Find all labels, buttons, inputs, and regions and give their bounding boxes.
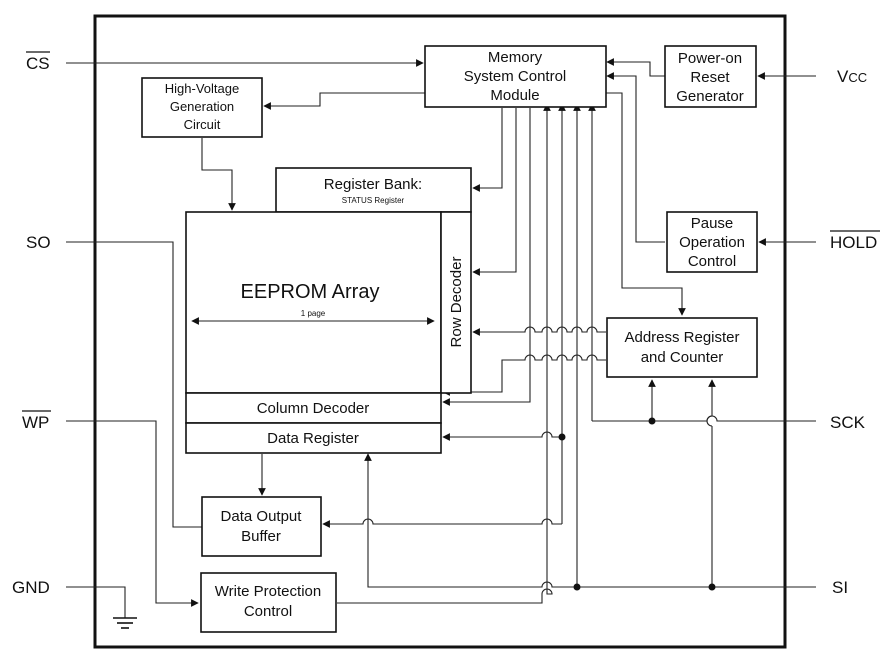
pin-hold: HOLD <box>830 233 877 252</box>
mscm-line-1: Memory <box>488 49 543 66</box>
pin-vcc: VCC <box>837 67 867 86</box>
pin-wp: WP <box>22 413 49 432</box>
hv-line-3: Circuit <box>184 117 221 132</box>
eeprom-array: EEPROM Array 1 page <box>185 211 442 394</box>
write-protection-control: Write Protection Control <box>200 572 337 633</box>
pin-so: SO <box>26 233 51 252</box>
por-line-2: Reset <box>690 69 730 86</box>
pin-si: SI <box>832 578 848 597</box>
dob-line-1: Data Output <box>221 508 303 525</box>
mscm-line-2: System Control <box>464 68 567 85</box>
addr-line-2: and Counter <box>641 349 724 366</box>
power-on-reset-generator: Power-on Reset Generator <box>664 45 757 108</box>
address-register-and-counter: Address Register and Counter <box>606 317 758 378</box>
pin-labels: CS SO WP GND VCC HOLD SCK SI <box>12 51 880 597</box>
eeprom-label: EEPROM Array <box>241 281 380 303</box>
memory-system-control-module: Memory System Control Module <box>424 45 607 108</box>
high-voltage-generation-circuit: High-Voltage Generation Circuit <box>141 77 263 138</box>
pause-operation-control: Pause Operation Control <box>666 211 758 273</box>
por-line-3: Generator <box>676 88 744 105</box>
pin-vcc-main: V <box>837 67 849 86</box>
dob-line-2: Buffer <box>241 528 281 545</box>
row-decoder: Row Decoder <box>440 211 472 394</box>
pause-line-2: Operation <box>679 234 745 251</box>
wpc-line-2: Control <box>244 603 292 620</box>
data-output-buffer: Data Output Buffer <box>201 496 322 557</box>
por-line-1: Power-on <box>678 50 742 67</box>
pin-sck: SCK <box>830 413 866 432</box>
pause-line-3: Control <box>688 253 736 270</box>
addr-line-1: Address Register <box>624 329 739 346</box>
page-label: 1 page <box>301 309 326 318</box>
data-register: Data Register <box>185 422 442 454</box>
hv-line-1: High-Voltage <box>165 81 239 96</box>
wpc-line-1: Write Protection <box>215 583 321 600</box>
pause-line-1: Pause <box>691 215 734 232</box>
chip-outline <box>93 14 787 649</box>
pin-cs: CS <box>26 54 50 73</box>
hv-line-2: Generation <box>170 99 234 114</box>
register-bank-label: Register Bank: <box>324 176 422 193</box>
row-decoder-label: Row Decoder <box>448 257 465 348</box>
wiring <box>66 58 816 629</box>
status-register-label: STATUS Register <box>342 196 405 205</box>
data-register-label: Data Register <box>267 430 359 447</box>
mscm-line-3: Module <box>490 87 539 104</box>
column-decoder: Column Decoder <box>185 392 442 424</box>
column-decoder-label: Column Decoder <box>257 400 370 417</box>
pin-vcc-sub: CC <box>848 70 867 85</box>
pin-gnd: GND <box>12 578 50 597</box>
register-bank: Register Bank: STATUS Register <box>275 167 472 213</box>
